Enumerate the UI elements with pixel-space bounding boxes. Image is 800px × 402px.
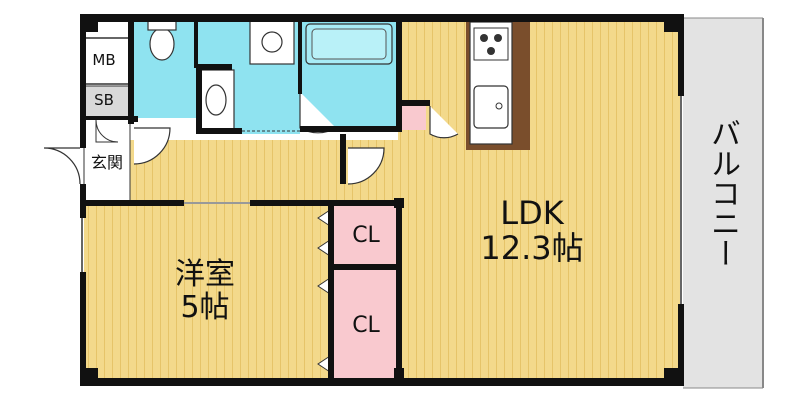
toilet-door-swing bbox=[133, 127, 171, 165]
closet-lower bbox=[332, 270, 396, 380]
closet-upper-label: CL bbox=[352, 223, 380, 248]
pantry-door-swing bbox=[429, 106, 459, 139]
ldk-size: 12.3帖 bbox=[480, 229, 584, 268]
entrance-label: 玄関 bbox=[90, 153, 123, 172]
ldk-label: LDK 12.3帖 bbox=[452, 194, 612, 268]
entrance-door-swing bbox=[43, 147, 81, 185]
walls bbox=[80, 14, 684, 386]
western-room-label: 洋室 5帖 bbox=[150, 258, 260, 324]
burner-icon bbox=[487, 47, 495, 55]
ldk-name: LDK bbox=[500, 194, 564, 232]
faucet-icon bbox=[495, 102, 503, 110]
shoe-box-label: SB bbox=[94, 91, 114, 109]
toilet-bowl-icon bbox=[149, 27, 175, 61]
western-room-floor bbox=[84, 204, 330, 380]
pantry-storage bbox=[402, 106, 426, 130]
meter-box-label: MB bbox=[92, 51, 116, 69]
ldk-floor bbox=[398, 18, 680, 380]
washing-machine-icon bbox=[249, 19, 295, 65]
bathtub-inner-icon bbox=[311, 28, 387, 60]
stove-icon bbox=[473, 27, 509, 61]
burner-icon bbox=[494, 34, 502, 42]
shoe-box-door-swing bbox=[95, 119, 119, 143]
entrance-floor bbox=[83, 117, 131, 203]
western-room-name: 洋室 bbox=[175, 257, 235, 292]
balcony-label: バルコニー bbox=[705, 118, 740, 268]
balcony-area bbox=[683, 18, 763, 388]
drain-icon bbox=[261, 31, 283, 53]
closet-lower-label: CL bbox=[352, 313, 380, 338]
ldk-door-swing bbox=[347, 147, 385, 185]
closet-upper bbox=[332, 204, 396, 266]
burner-icon bbox=[480, 34, 488, 42]
kitchen-sink-icon bbox=[473, 85, 509, 129]
western-room-size: 5帖 bbox=[180, 290, 230, 325]
basin-sink-icon bbox=[205, 84, 227, 116]
